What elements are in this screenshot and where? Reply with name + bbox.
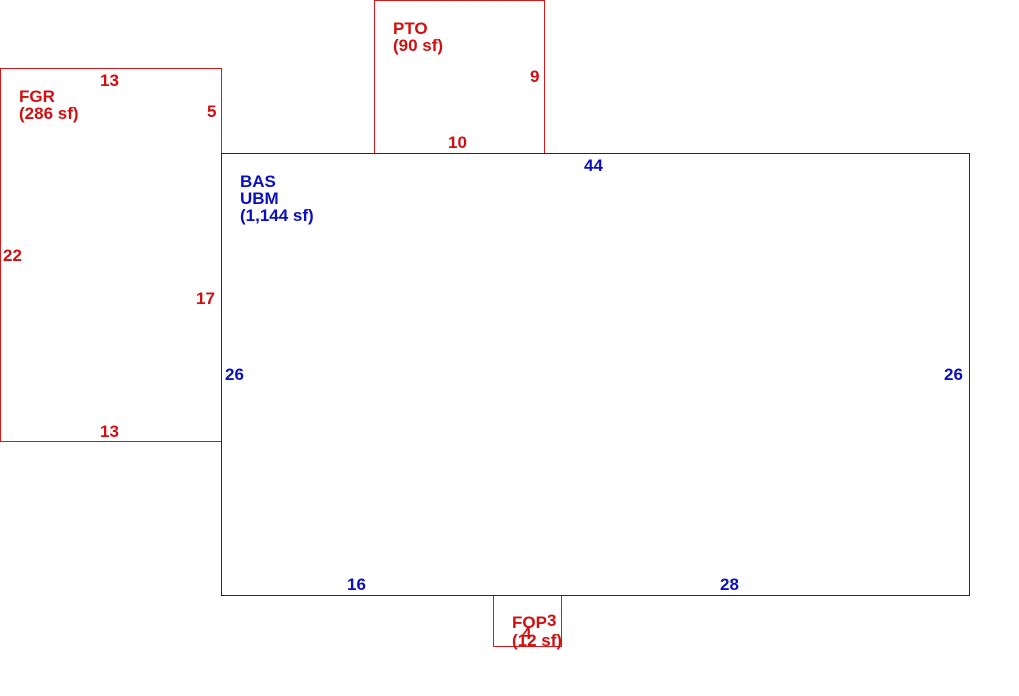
bas-left-dimension: 26 [225,365,244,384]
fgr-left-dimension: 22 [3,246,22,265]
fgr-bottom-dimension: 13 [100,422,119,441]
fop-area-label: (12 sf) [512,631,563,650]
bas-area-label: (1,144 sf) [240,206,314,225]
ubm-code-label: UBM [240,189,279,208]
bas-bottom-right-dimension: 28 [720,575,739,594]
bas-bottom-left-dimension: 16 [347,575,366,594]
pto-code-label: PTO [393,19,428,38]
bas-top-dimension: 44 [584,156,603,175]
fgr-code-label: FGR [19,87,55,106]
pto-bottom-dimension: 10 [448,133,467,152]
pto-area-label: (90 sf) [393,36,444,55]
bas-right-dimension: 26 [944,365,963,384]
pto-right-dimension: 9 [530,67,540,86]
fgr-right-upper-dimension: 5 [207,102,217,121]
bas-outline [221,153,970,596]
fgr-outline [0,68,222,442]
fgr-top-dimension: 13 [100,71,119,90]
fop-code-label: FOP [512,613,547,632]
bas-code-label: BAS [240,172,276,191]
fgr-area-label: (286 sf) [19,104,79,123]
fop-right-dimension: 3 [547,611,557,630]
fop-bottom-dimension: 4 [522,624,532,643]
fgr-right-lower-dimension: 17 [196,289,215,308]
